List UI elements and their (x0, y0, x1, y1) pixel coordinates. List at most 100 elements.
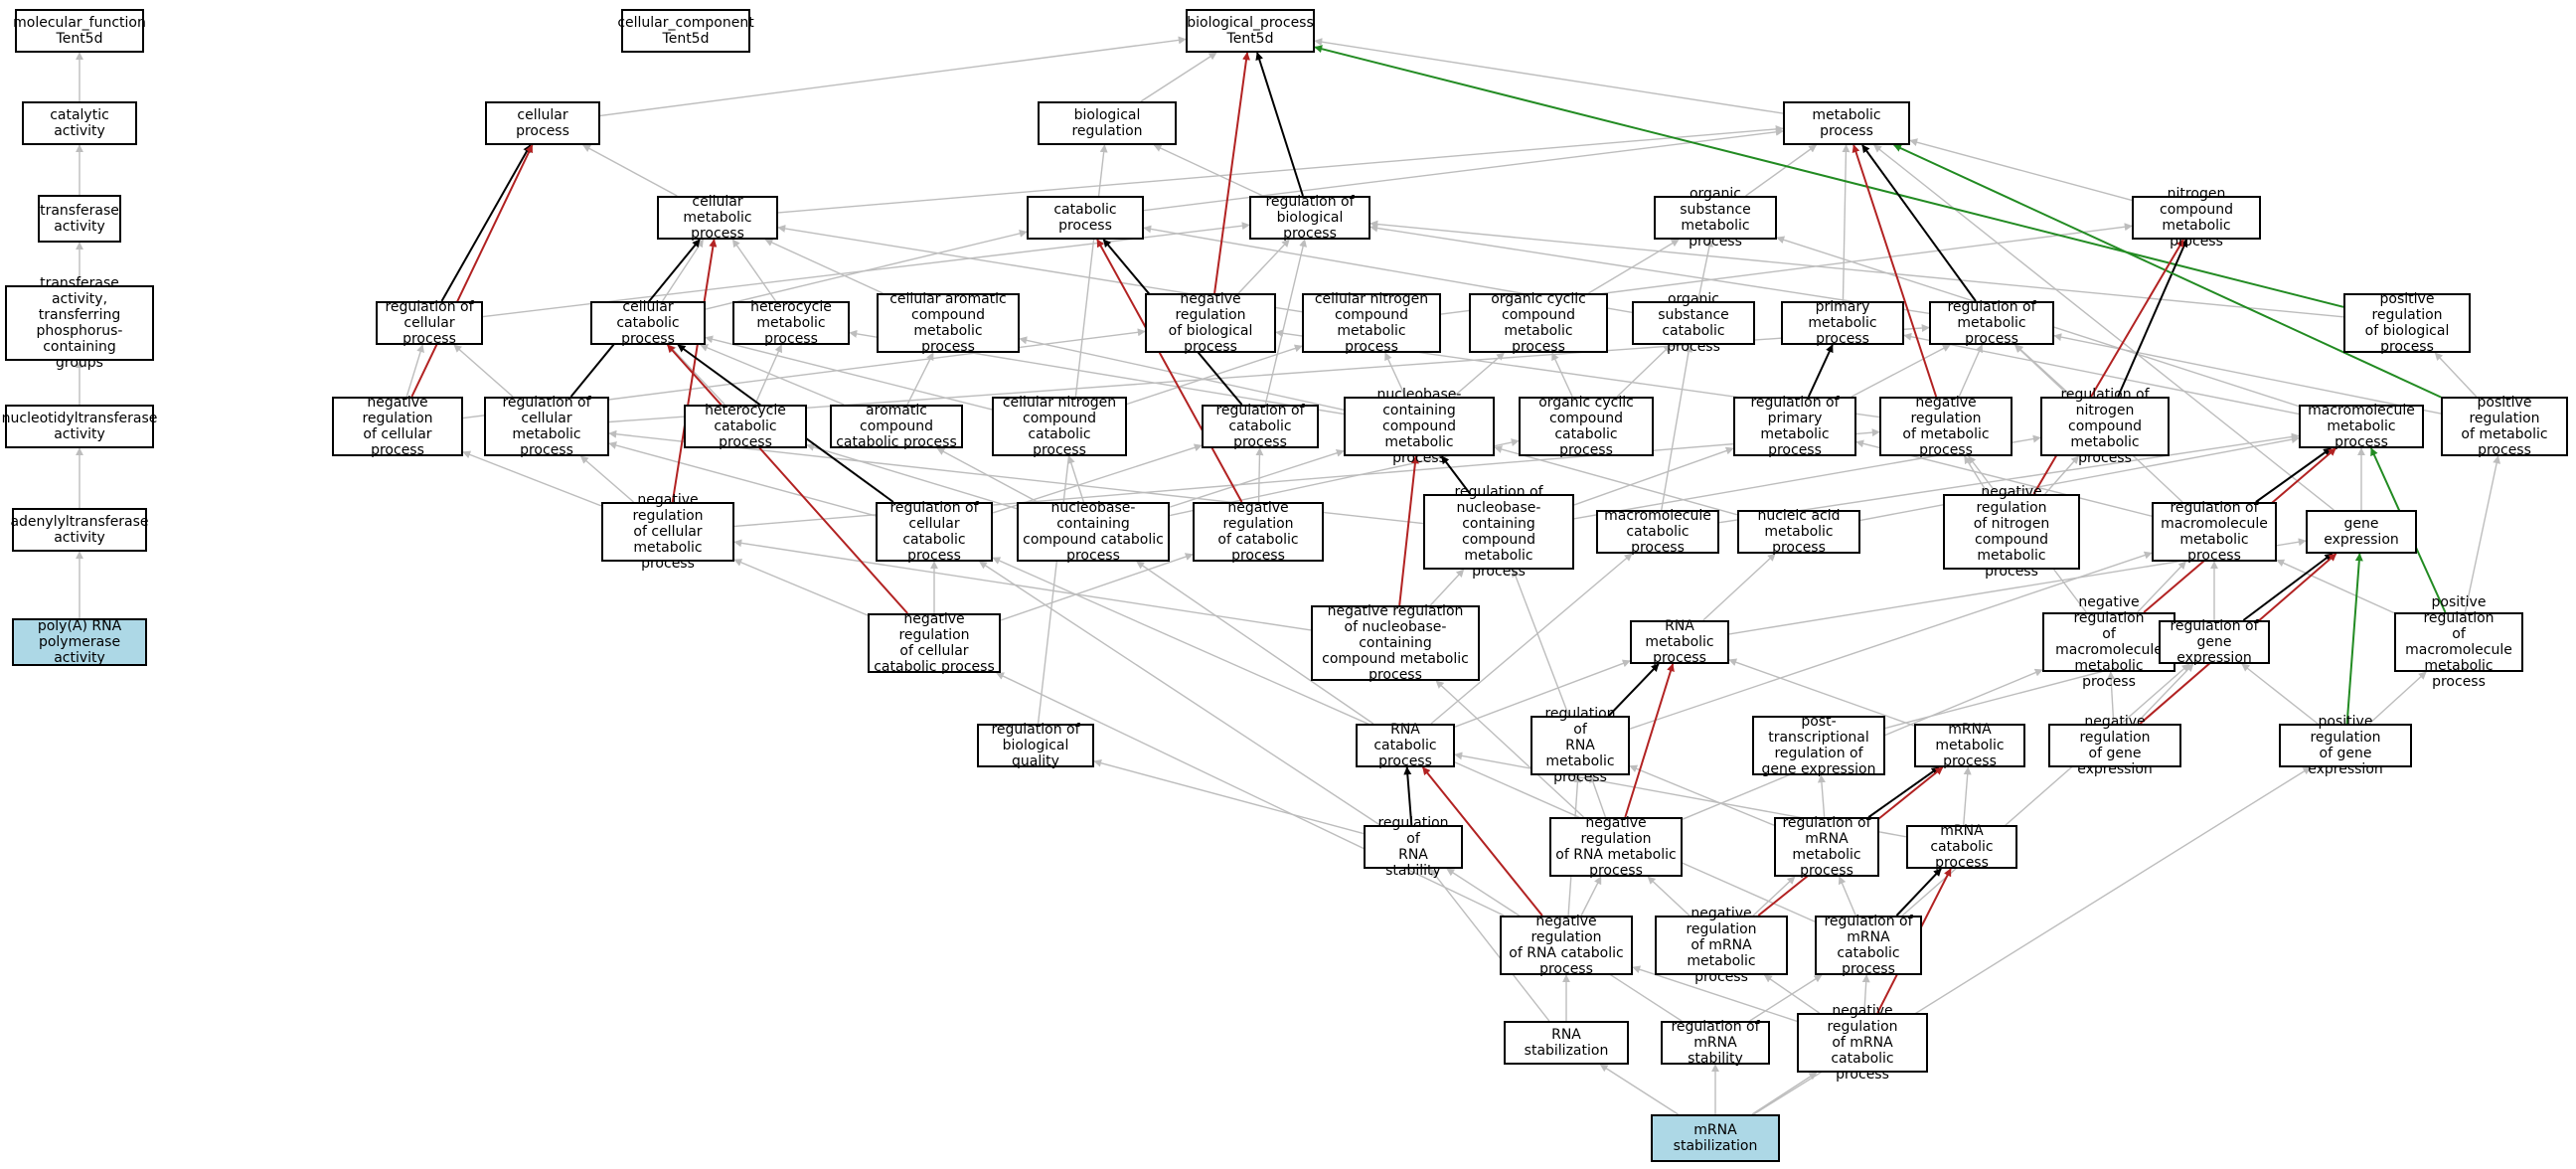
go-term-node: negative regulation of nitrogen compound… (1943, 484, 2080, 580)
relation-edge (2255, 447, 2332, 503)
relation-edge (410, 144, 534, 398)
relation-edge (733, 559, 869, 616)
relation-edge (2044, 455, 2079, 495)
go-term-node: regulation of nitrogen compound metaboli… (2040, 387, 2170, 466)
relation-edge (1647, 876, 1690, 917)
go-term-node: negative regulation of RNA metabolic pro… (1549, 815, 1683, 879)
relation-edge (1314, 38, 1784, 114)
go-term-node: regulation of mRNA stability (1661, 1019, 1770, 1067)
go-term-node: regulation of cellular metabolic process (484, 395, 609, 458)
go-term-node: negative regulation of gene expression (2048, 714, 2181, 777)
go-term-node: negative regulation of mRNA metabolic pr… (1655, 906, 1788, 985)
go-term-node: positive regulation of biological proces… (2343, 291, 2471, 355)
go-term-node: positive regulation of metabolic process (2441, 395, 2568, 458)
relation-edge (661, 239, 705, 302)
relation-edge (1369, 224, 1930, 314)
relation-edge (666, 344, 908, 614)
relation-edge (2464, 455, 2501, 613)
relation-edge (582, 144, 678, 197)
relation-edge (1580, 876, 1602, 917)
go-term-node: nitrogen compound metabolic process (2132, 186, 2261, 250)
relation-edge (1599, 1064, 1679, 1115)
relation-edge (579, 455, 634, 503)
relation-edge (1851, 344, 1951, 398)
go-term-node: catabolic process (1027, 196, 1144, 240)
relation-edge (1588, 239, 1680, 294)
relation-edge (2241, 663, 2319, 725)
go-term-node: biological_process Tent5d (1186, 9, 1315, 53)
relation-edge (1893, 144, 2442, 399)
go-term-node: cellular metabolic process (657, 194, 778, 242)
relation-edge (462, 450, 602, 507)
go-term-node: organic cyclic compound catabolic proces… (1519, 395, 1654, 458)
relation-edge (1314, 45, 2344, 308)
relation-edge (1067, 455, 1085, 503)
go-term-node: negative regulation of nucleobase-contai… (1311, 603, 1480, 683)
relation-edge (1624, 663, 1675, 818)
relation-edge (608, 441, 877, 517)
relation-edge (1255, 447, 1264, 503)
go-term-node: nucleobase-containing compound metabolic… (1344, 387, 1495, 466)
relation-edge (1873, 144, 2334, 511)
relation-edge (1430, 553, 1633, 725)
relation-edge (1867, 766, 1940, 818)
relation-edge (1153, 144, 1264, 197)
relation-edge (1126, 344, 1303, 406)
relation-edge (996, 672, 1505, 917)
relation-edge (1136, 561, 1374, 725)
relation-edge (1616, 344, 1672, 398)
go-term-node: cellular process (485, 101, 600, 145)
relation-edge (2135, 663, 2194, 725)
relation-edge (1440, 455, 1472, 495)
go-term-node: regulation of mRNA catabolic process (1815, 914, 1922, 977)
go-term-node: regulation of macromolecule metabolic pr… (2152, 500, 2277, 564)
relation-edge (1749, 974, 1823, 1022)
relation-edge (1551, 352, 1573, 398)
relation-edge (1752, 876, 1796, 917)
go-term-node: regulation of metabolic process (1929, 299, 2054, 347)
relation-edge (1963, 766, 1972, 826)
go-term-node: RNA catabolic process (1356, 722, 1455, 769)
relation-edge (1763, 974, 1820, 1014)
go-term-node: metabolic process (1783, 101, 1910, 145)
relation-edge (1237, 239, 1290, 294)
relation-edge (1213, 52, 1250, 294)
go-term-node: negative regulation of RNA catabolic pro… (1500, 914, 1633, 977)
go-term-node: organic cyclic compound metabolic proces… (1469, 291, 1608, 355)
go-term-node: regulation of cellular catabolic process (876, 500, 993, 564)
relation-edge (453, 344, 514, 398)
relation-edge (1264, 239, 1307, 406)
go-term-node: gene expression (2306, 510, 2417, 554)
relation-edge (1403, 766, 1413, 826)
relation-edge (2276, 559, 2395, 614)
relation-edge (1573, 446, 1734, 506)
relation-edge (1807, 344, 1834, 398)
relation-edge (1696, 239, 1713, 302)
go-term-node: macromolecule catabolic process (1596, 508, 1719, 556)
relation-edge (1019, 336, 1345, 412)
relation-edge (599, 36, 1187, 117)
relation-edge (1000, 553, 1194, 621)
go-term-node: positive regulation of gene expression (2279, 714, 2412, 777)
relation-edge (1369, 220, 2344, 318)
relation-edge (1751, 1072, 1818, 1115)
relation-edge (1895, 868, 1942, 917)
go-term-node: regulation of primary metabolic process (1733, 395, 1856, 458)
go-term-node: cellular catabolic process (590, 299, 706, 347)
relation-edge (2242, 553, 2334, 621)
relation-edge (1398, 455, 1419, 606)
relation-edge (1096, 239, 1243, 503)
relation-edge (1429, 868, 1550, 1022)
go-term-node: negative regulation of mRNA catabolic pr… (1797, 1003, 1928, 1083)
go-term-node: cellular nitrogen compound metabolic pro… (1302, 291, 1441, 355)
relation-edge (764, 239, 884, 294)
go-term-node: cellular_component Tent5d (617, 9, 754, 53)
relation-edge (777, 124, 1784, 214)
go-term-node: negative regulation of cellular cataboli… (868, 611, 1001, 675)
relation-edge (1909, 138, 2133, 202)
relation-edge (1728, 658, 1915, 727)
go-term-node: regulation of biological process (1249, 194, 1370, 242)
relation-edge (700, 344, 845, 406)
